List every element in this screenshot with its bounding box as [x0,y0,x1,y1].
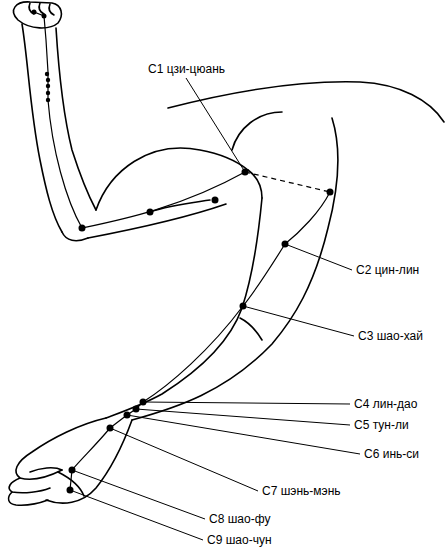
point-label: С9 шао-чун [205,533,274,547]
point-label: С1 цзи-цюань [146,62,227,76]
point-label: С3 шао-хай [356,329,425,343]
point-label: С4 лин-дао [352,397,419,411]
leader-lines [70,78,360,540]
acupoint-dots [32,10,334,494]
point-label: С8 шао-фу [207,512,272,526]
arm-outline [9,2,444,505]
point-label: С2 цин-лин [354,263,421,277]
meridian-line [34,12,330,490]
point-label: С5 тун-ли [352,418,411,432]
point-label: С7 шэнь-мэнь [260,484,343,498]
point-label: С6 инь-си [362,447,421,461]
